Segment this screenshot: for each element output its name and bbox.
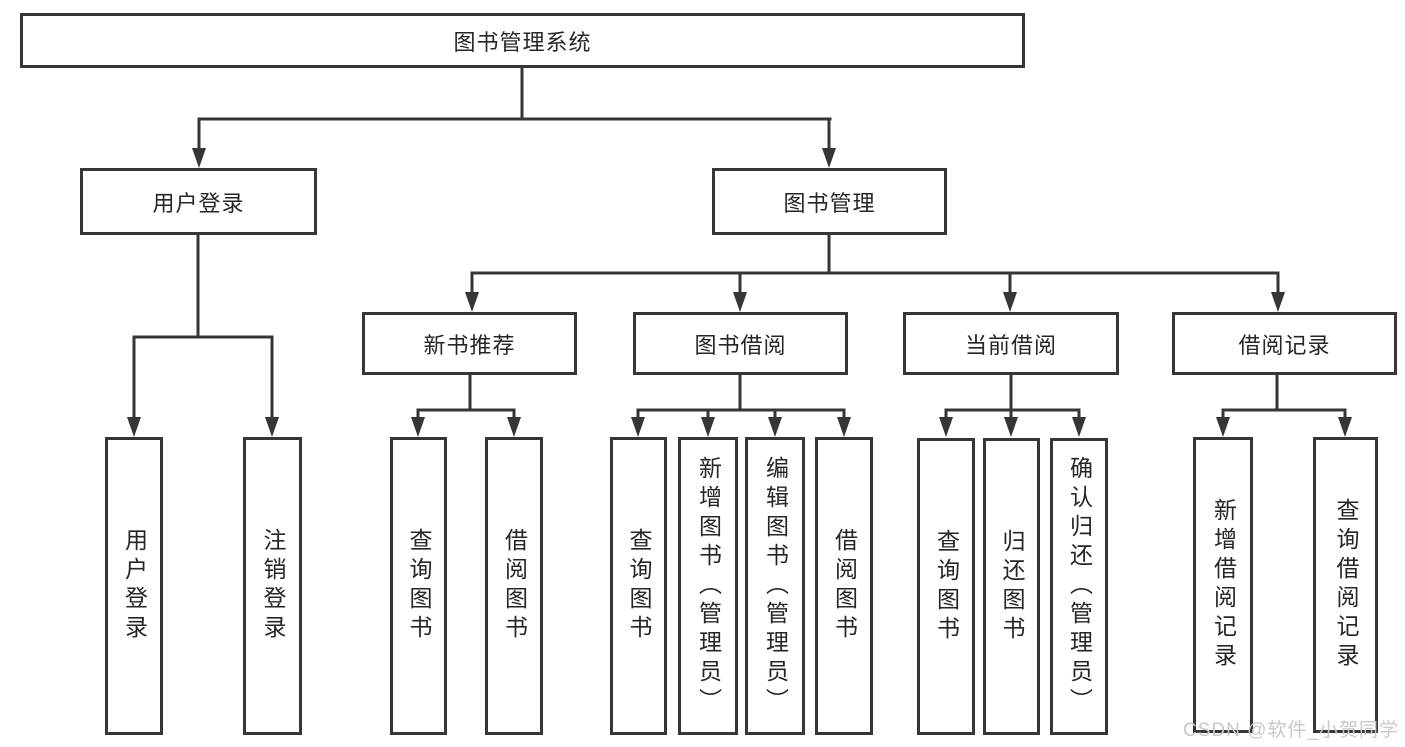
node-new-book-recommend-label: 新书推荐 bbox=[423, 332, 516, 358]
node-leaf-query-borrow-record: 查询借阅记录 bbox=[1313, 437, 1378, 733]
node-leaf-confirm-return-label: 确认归还（管理员） bbox=[1066, 456, 1093, 717]
node-leaf-confirm-return: 确认归还（管理员） bbox=[1050, 438, 1108, 735]
node-leaf-return-books: 归还图书 bbox=[983, 438, 1040, 735]
arrowheads bbox=[127, 148, 1352, 437]
node-book-management: 图书管理 bbox=[712, 168, 947, 235]
node-current-borrowing-label: 当前借阅 bbox=[964, 332, 1057, 358]
node-leaf-borrow-books-2: 借阅图书 bbox=[815, 437, 873, 735]
node-leaf-logout-label: 注销登录 bbox=[260, 528, 286, 644]
node-book-borrowing-label: 图书借阅 bbox=[694, 332, 787, 358]
node-leaf-query-books-1: 查询图书 bbox=[390, 437, 447, 735]
node-book-borrowing: 图书借阅 bbox=[633, 312, 848, 375]
node-leaf-query-borrow-record-label: 查询借阅记录 bbox=[1333, 498, 1359, 672]
node-book-management-label: 图书管理 bbox=[783, 190, 876, 216]
node-leaf-query-books-3-label: 查询图书 bbox=[933, 528, 960, 645]
node-leaf-logout: 注销登录 bbox=[243, 437, 302, 735]
node-root-system-label: 图书管理系统 bbox=[453, 29, 592, 55]
node-leaf-return-books-label: 归还图书 bbox=[999, 528, 1025, 645]
node-leaf-query-books-3: 查询图书 bbox=[917, 438, 975, 735]
node-root-system: 图书管理系统 bbox=[20, 13, 1025, 68]
node-borrowing-records: 借阅记录 bbox=[1172, 312, 1397, 375]
node-user-login-group-label: 用户登录 bbox=[152, 190, 245, 216]
node-user-login-group: 用户登录 bbox=[80, 168, 317, 235]
node-leaf-edit-books-label: 编辑图书（管理员） bbox=[762, 455, 789, 717]
node-leaf-query-books-2-label: 查询图书 bbox=[626, 528, 652, 644]
node-leaf-user-login: 用户登录 bbox=[105, 437, 163, 735]
node-leaf-borrow-books-1: 借阅图书 bbox=[485, 437, 543, 735]
node-leaf-user-login-label: 用户登录 bbox=[121, 528, 148, 644]
node-leaf-query-books-1-label: 查询图书 bbox=[406, 528, 432, 644]
node-new-book-recommend: 新书推荐 bbox=[362, 312, 577, 375]
node-leaf-add-books-label: 新增图书（管理员） bbox=[695, 455, 722, 717]
node-leaf-query-books-2: 查询图书 bbox=[610, 437, 667, 735]
node-current-borrowing: 当前借阅 bbox=[903, 312, 1119, 375]
node-leaf-add-borrow-record: 新增借阅记录 bbox=[1193, 437, 1253, 733]
node-leaf-add-borrow-record-label: 新增借阅记录 bbox=[1210, 498, 1237, 672]
csdn-watermark: CSDN @软件_小贺同学 bbox=[1183, 720, 1399, 741]
node-leaf-add-books: 新增图书（管理员） bbox=[678, 437, 738, 735]
node-borrowing-records-label: 借阅记录 bbox=[1238, 332, 1331, 358]
node-leaf-borrow-books-2-label: 借阅图书 bbox=[831, 528, 858, 644]
node-leaf-edit-books: 编辑图书（管理员） bbox=[745, 437, 805, 735]
node-leaf-borrow-books-1-label: 借阅图书 bbox=[501, 528, 528, 644]
